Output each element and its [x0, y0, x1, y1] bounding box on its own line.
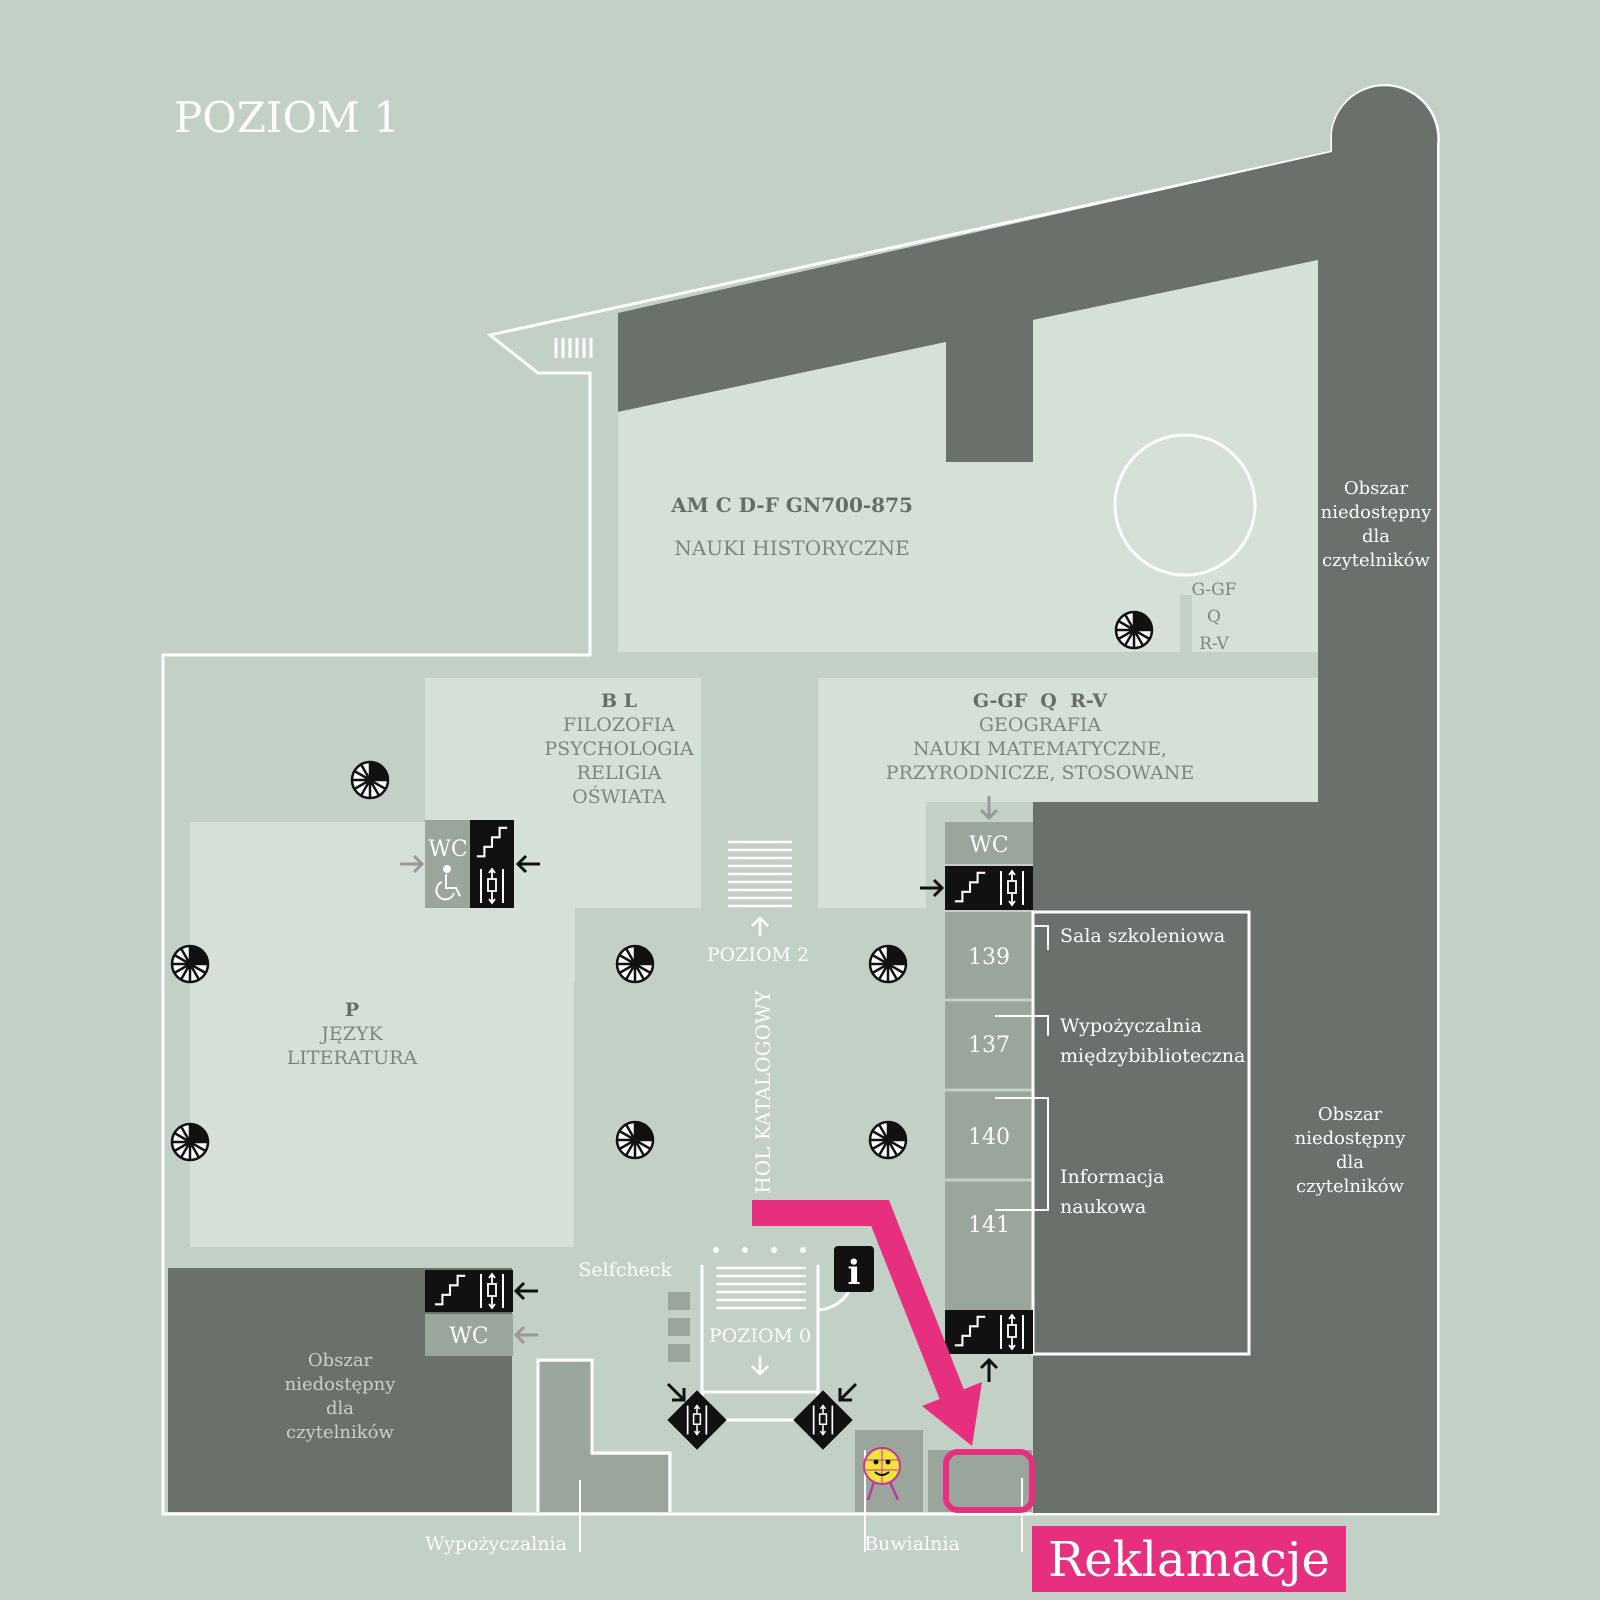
restricted-label-line: dla [326, 1398, 354, 1419]
highlight-label: Reklamacje [1048, 1532, 1330, 1588]
room-number: 141 [968, 1213, 1010, 1238]
arrow-icon [979, 1357, 999, 1382]
room-geography [818, 678, 1318, 802]
stairs-down-label: POZIOM 0 [709, 1325, 811, 1347]
side-code-1: G-GF [1191, 580, 1236, 600]
interlibrary-label-1: Wypożyczalnia [1060, 1015, 1202, 1037]
restricted-label-line: czytelników [1296, 1176, 1404, 1197]
lending-label: Wypożyczalnia [425, 1533, 567, 1555]
geography-code: G-GF Q R-V [973, 690, 1108, 712]
restricted-label-line: niedostępny [1321, 502, 1433, 523]
language-code: P [345, 999, 359, 1021]
staircase-up [728, 840, 792, 908]
room-geography-ext [818, 800, 926, 908]
stairs-up-label: POZIOM 2 [707, 944, 809, 966]
restricted-label-line: czytelników [286, 1422, 394, 1443]
wc-label: WC [449, 1324, 488, 1349]
stair-elevator-bottom-left [425, 1270, 513, 1312]
arrow-down-icon [751, 1356, 769, 1376]
restricted-label-line: Obszar [308, 1350, 373, 1371]
room-number: 137 [968, 1033, 1010, 1058]
info-icon [834, 1246, 874, 1292]
philosophy-name-3: RELIGIA [577, 762, 662, 784]
rooms-description-box [1031, 910, 1251, 1356]
arrow-icon [400, 854, 425, 874]
wc-room-bottom [425, 1314, 513, 1356]
highlight-box [943, 1449, 1035, 1513]
selfcheck-station-1 [668, 1292, 690, 1310]
restricted-label-line: niedostępny [1295, 1128, 1407, 1149]
arrow-icon [513, 1281, 538, 1301]
selfcheck-station-2 [668, 1318, 690, 1336]
lending-counter [538, 1362, 592, 1512]
column-icon [615, 944, 655, 984]
restricted-label-line: dla [1362, 526, 1390, 547]
column-icon [868, 944, 908, 984]
restricted-area-top [618, 86, 1438, 1513]
dotted-railing [713, 1247, 806, 1253]
selfcheck-station-3 [668, 1344, 690, 1362]
staircase-down [716, 1266, 806, 1310]
language-name-2: LITERATURA [287, 1047, 418, 1069]
hall-label: HOL KATALOGOWY [751, 989, 775, 1193]
stair-elevator-bottom [945, 1310, 1033, 1354]
service-rooms-bg [945, 912, 1033, 1312]
wc-room-right [945, 822, 1033, 864]
geography-name-3: PRZYRODNICZE, STOSOWANE [886, 762, 1194, 784]
philosophy-name-1: FILOZOFIA [563, 714, 675, 736]
wc-room-left [425, 820, 470, 908]
selfcheck-label: Selfcheck [578, 1259, 672, 1281]
restricted-label-line: niedostępny [285, 1374, 397, 1395]
floor-title: POZIOM 1 [174, 93, 400, 142]
arrow-icon [979, 796, 999, 821]
info-symbol: i [848, 1253, 861, 1293]
geography-name-2: NAUKI MATEMATYCZNE, [913, 738, 1167, 760]
information-label-2: naukowa [1060, 1196, 1146, 1218]
wc-label: WC [969, 833, 1008, 858]
column-icon [170, 944, 210, 984]
wheelchair-icon [435, 865, 461, 901]
column-icon [170, 1122, 210, 1162]
side-code-3: R-V [1199, 634, 1229, 654]
information-label-1: Informacja [1060, 1166, 1165, 1188]
philosophy-code: B L [601, 690, 637, 712]
language-name-1: JĘZYK [319, 1023, 383, 1045]
restricted-label-line: Obszar [1344, 478, 1409, 499]
interlibrary-label-2: międzybiblioteczna [1060, 1045, 1245, 1067]
lending-counter-base [590, 1455, 668, 1512]
room-number: 140 [968, 1125, 1010, 1150]
highlight-label-bg [1032, 1526, 1346, 1592]
side-code-2: Q [1207, 607, 1221, 627]
stair-elevator-right [945, 866, 1033, 910]
wc-label: WC [428, 837, 467, 862]
geography-name-1: GEOGRAFIA [979, 714, 1102, 736]
training-room-label: Sala szkoleniowa [1060, 925, 1225, 947]
restricted-label-line: czytelników [1322, 550, 1430, 571]
corridor-strip-right [1180, 595, 1192, 652]
arrow-icon [513, 1325, 538, 1345]
mascot-icon [863, 1447, 901, 1501]
column-icon [615, 1120, 655, 1160]
column-icon [868, 1120, 908, 1160]
restricted-label-line: dla [1336, 1152, 1364, 1173]
restricted-label-line: Obszar [1318, 1104, 1383, 1125]
buvette-label: Buwialnia [864, 1533, 960, 1555]
small-stair-top [554, 338, 593, 358]
room-number: 139 [968, 945, 1010, 970]
highlight-arrowhead [922, 1382, 982, 1446]
philosophy-name-4: OŚWIATA [572, 785, 666, 808]
philosophy-name-2: PSYCHOLOGIA [544, 738, 694, 760]
history-name: NAUKI HISTORYCZNE [674, 536, 909, 560]
description-brackets [995, 925, 1049, 1211]
history-code: AM C D-F GN700-875 [670, 493, 913, 517]
arrow-icon [515, 854, 540, 874]
column-icon [350, 760, 390, 800]
column-icon [1114, 610, 1154, 650]
arrow-up-icon [751, 916, 769, 936]
round-room [1113, 433, 1257, 577]
arrow-icon [920, 878, 945, 898]
highlight-arrow [752, 1200, 975, 1425]
